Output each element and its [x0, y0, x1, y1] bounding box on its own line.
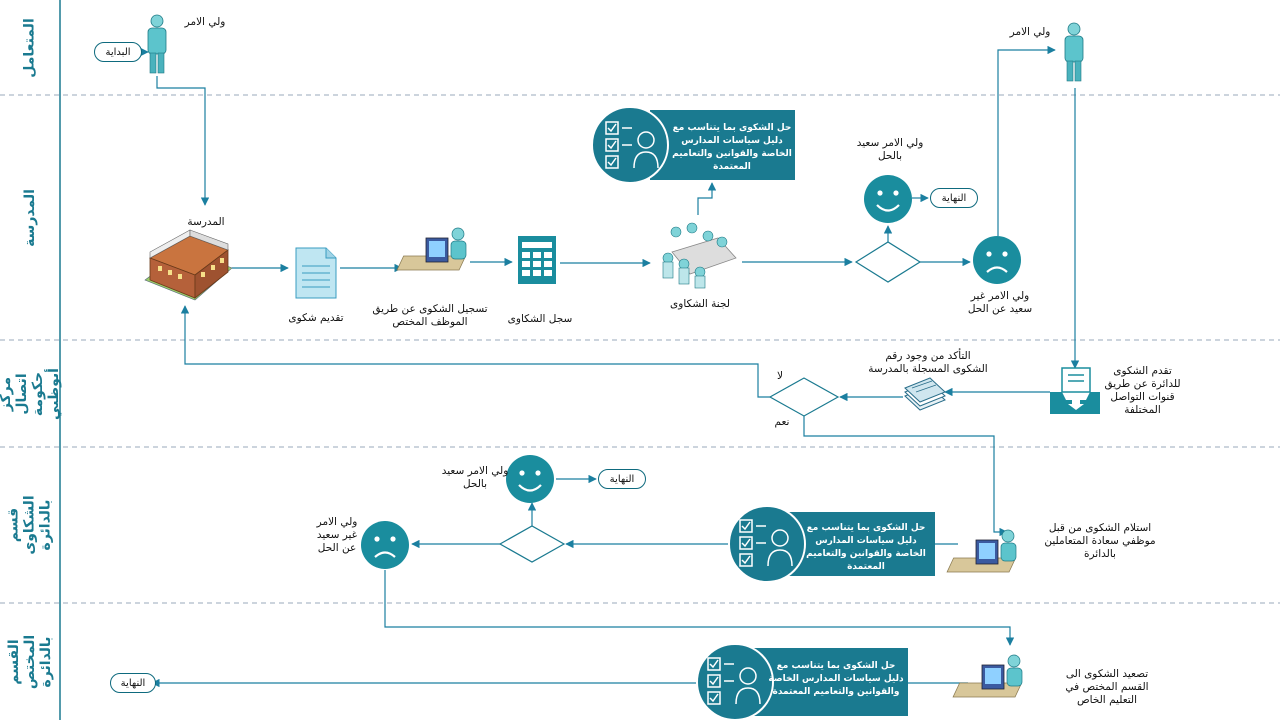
happy-face-icon-2 [504, 453, 556, 505]
decision-diamond-callcenter [768, 377, 840, 417]
end-node-specialist: النهاية [110, 673, 156, 693]
escalate-label: تصعيد الشكوى الى القسم المختص في التعليم… [1065, 668, 1149, 706]
lane-label-call-center: مركز اتصال حكومة أبوظبي [0, 367, 62, 420]
parent-satisfied-label-complaints: ولي الامر سعيد بالحل [441, 465, 509, 490]
receive-by-staff-label: استلام الشكوى من قبل موظفي سعادة المتعام… [1044, 522, 1156, 560]
submit-to-department-label: تقدم الشكوى للدائرة عن طريق قنوات التواص… [1104, 365, 1181, 416]
committee-label: لجنة الشكاوى [670, 298, 730, 310]
spreadsheet-icon [518, 236, 556, 284]
resolution-box-specialist [696, 643, 908, 720]
paper-stack-icon [904, 377, 946, 411]
resolve-text-specialist: حل الشكوى بما يتناسب مع دليل سياسات المد… [768, 661, 904, 697]
school-label: المدرسة [187, 216, 225, 228]
decision-diamond-complaints [498, 525, 566, 563]
document-icon [295, 247, 337, 299]
lane-label-specialist: القسم المختص بالدائرة [6, 634, 54, 689]
resolve-text-school: حل الشكوى بما يتناسب مع دليل سياسات المد… [672, 123, 792, 172]
parent-label-start: ولي الامر [184, 16, 226, 28]
resolution-box-school [591, 106, 795, 184]
submit-complaint-label: تقديم شكوى [288, 312, 344, 324]
meeting-icon [662, 222, 737, 289]
end-node-complaints: النهاية [598, 469, 646, 489]
parent-satisfied-label-school: ولي الامر سعيد بالحل [856, 137, 924, 162]
lane-label-customer: المتعامل [22, 17, 39, 78]
complaints-staff-icon [946, 529, 1017, 573]
sad-face-icon [971, 234, 1023, 286]
sad-face-icon-2 [359, 519, 411, 571]
parent-person-icon-2 [1064, 22, 1084, 82]
happy-face-icon [862, 173, 914, 225]
resolve-text-complaints: حل الشكوى بما يتناسب مع دليل سياسات المد… [806, 523, 926, 572]
escalation-staff-icon [952, 654, 1023, 698]
parent-unsatisfied-label-school: ولي الامر غير سعيد عن الحل [967, 290, 1033, 315]
inbox-tray-icon [1050, 367, 1100, 414]
no-label: لا [777, 370, 783, 382]
end-node-school: النهاية [930, 188, 978, 208]
complaints-log-label: سجل الشكاوى [507, 313, 573, 325]
verify-number-label: التأكد من وجود رقم الشكوى المسجلة بالمدر… [868, 350, 988, 375]
parent-unsatisfied-label-complaints: ولي الامر غير سعيد عن الحل [316, 516, 358, 554]
resolution-box-complaints [728, 505, 935, 583]
decision-diamond-school [854, 241, 922, 283]
connectors [140, 45, 1080, 688]
parent-person-icon [147, 14, 167, 74]
computer-staff-icon [396, 227, 467, 271]
yes-label: نعم [774, 416, 790, 428]
school-building-icon [144, 229, 233, 301]
register-by-staff-label: تسجيل الشكوى عن طريق الموظف المختص [372, 303, 488, 328]
parent-label-top: ولي الامر [1009, 26, 1051, 38]
lane-label-complaints: قسم الشكاوى بالدائرة [6, 495, 55, 555]
start-node: البداية [94, 42, 142, 62]
lane-label-school: المدرسة [22, 188, 39, 247]
